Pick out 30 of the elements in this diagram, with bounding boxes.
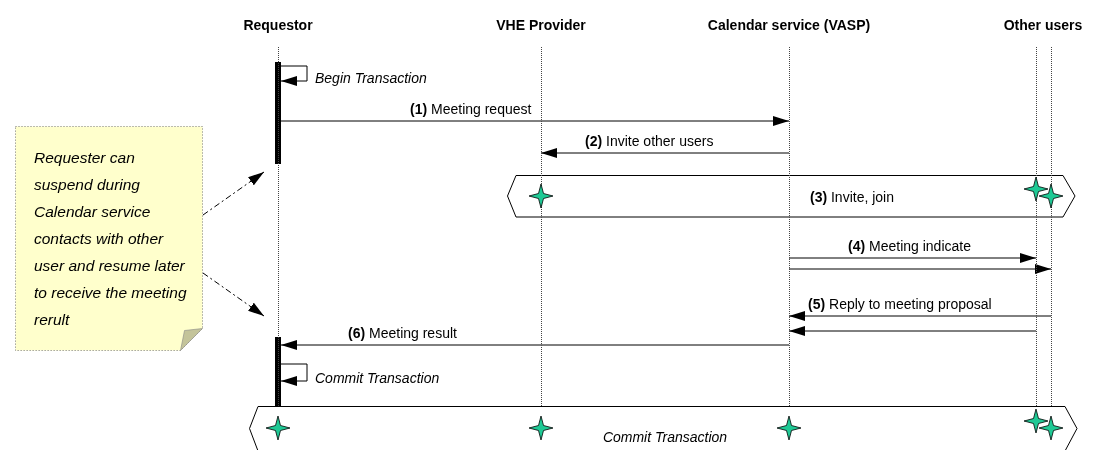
edge-label: (2) Invite other users [585,133,714,149]
self-message-arrow [280,363,308,386]
activation-bar [275,337,281,407]
note-card [15,126,203,351]
message-arrow [788,264,1052,274]
dashed-arrow [202,272,265,317]
message-arrow [788,326,1037,336]
participant-name: Requestor [243,17,313,33]
participant-name: Other users [1003,17,1083,33]
edge-label: Commit Transaction [315,370,440,386]
edge-label: Begin Transaction [315,70,427,86]
message-arrow [540,148,790,158]
edge-label: (5) Reply to meeting proposal [808,296,992,312]
note-text: Requester can suspend during Calendar service contacts with other user and resume later to receive the meeting rerult [34,148,188,330]
participant-name: VHE Provider [496,17,586,33]
message-arrow [280,340,790,350]
message-arrow [788,311,1052,321]
interaction-band [249,406,1078,450]
participant-name: Calendar service (VASP) [707,17,871,33]
activation-bar [275,62,281,164]
interaction-band [507,175,1076,218]
edge-label: (1) Meeting request [410,101,532,117]
message-arrow [788,253,1037,263]
message-arrow [280,116,790,126]
edge-label: (6) Meeting result [348,325,457,341]
band-label: (3) Invite, join [809,188,895,205]
self-message-arrow [280,65,308,86]
band-label: Commit Transaction [602,429,728,445]
dashed-arrow [202,171,265,216]
edge-label: (4) Meeting indicate [848,238,971,254]
